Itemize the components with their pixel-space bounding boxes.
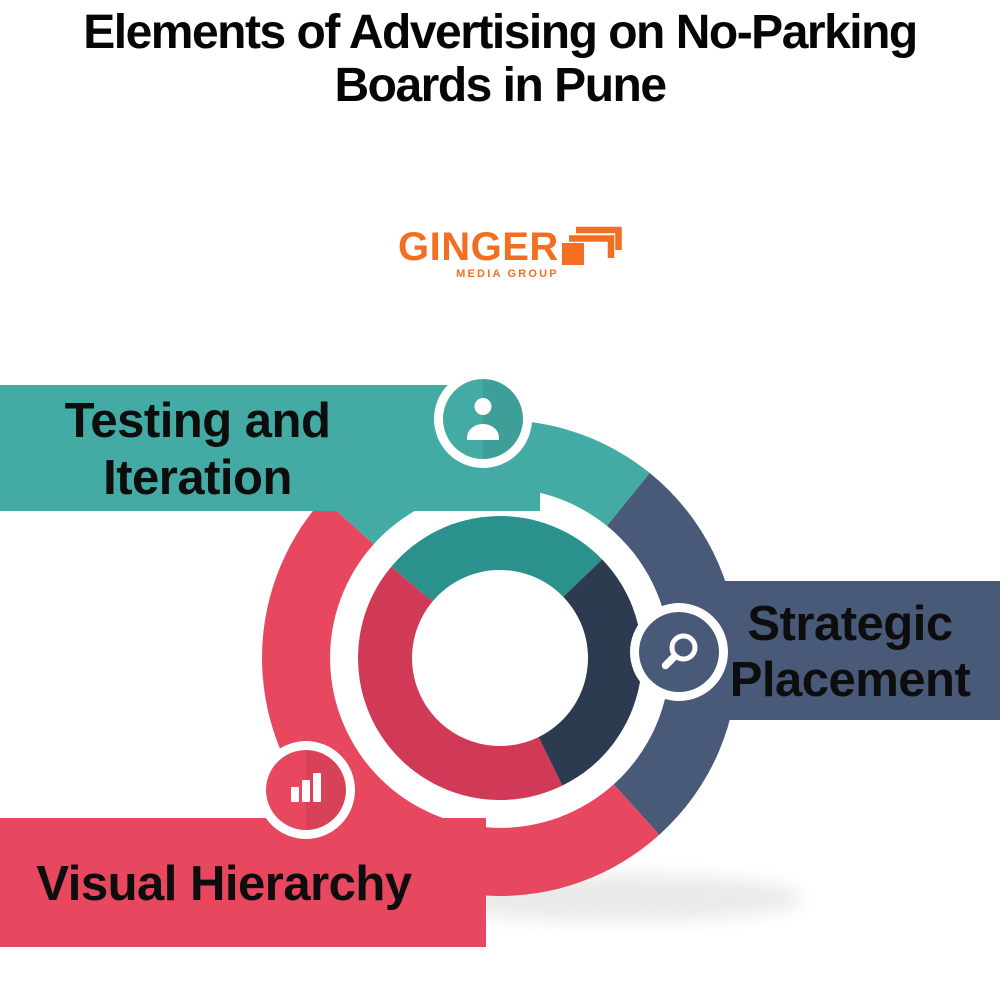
- donut-inner-segment-testing: [391, 515, 603, 602]
- donut-inner-segment-strategic: [538, 559, 643, 786]
- page-title-line2: Boards in Pune: [334, 59, 667, 112]
- label-testing-and-iteration: Testing and Iteration: [64, 394, 331, 505]
- person-icon: [467, 398, 499, 440]
- band-testing: [0, 385, 540, 511]
- badge-shade: [306, 750, 346, 830]
- donut-inner-segment-visual: [357, 566, 563, 801]
- badge-fill: [443, 379, 523, 459]
- page-title: Elements of Advertising on No-Parking Bo…: [0, 6, 1000, 112]
- bar-chart-icon: [291, 773, 321, 802]
- badge-fill: [639, 612, 719, 692]
- logo: GINGER MEDIA GROUP: [398, 226, 622, 280]
- logo-subtitle: MEDIA GROUP: [456, 268, 559, 280]
- logo-icon-square: [561, 243, 584, 265]
- logo-wordmark: GINGER: [398, 225, 559, 269]
- logo-icon: [561, 226, 622, 265]
- logo-icon-bracket-outer: [575, 226, 622, 250]
- logo-icon-bracket-middle: [568, 235, 615, 258]
- band-visual: [0, 818, 486, 947]
- label-strategic-placement: Strategic Placement: [729, 597, 971, 707]
- strategic-icon-badge: [630, 603, 728, 701]
- visual-icon-badge: [257, 741, 355, 839]
- magnifier-icon: [661, 633, 698, 670]
- testing-icon-badge: [434, 370, 532, 468]
- donut-outer-segment-visual: [262, 498, 660, 896]
- page-title-line1: Elements of Advertising on No-Parking: [83, 6, 918, 59]
- label-visual-hierarchy: Visual Hierarchy: [36, 857, 412, 911]
